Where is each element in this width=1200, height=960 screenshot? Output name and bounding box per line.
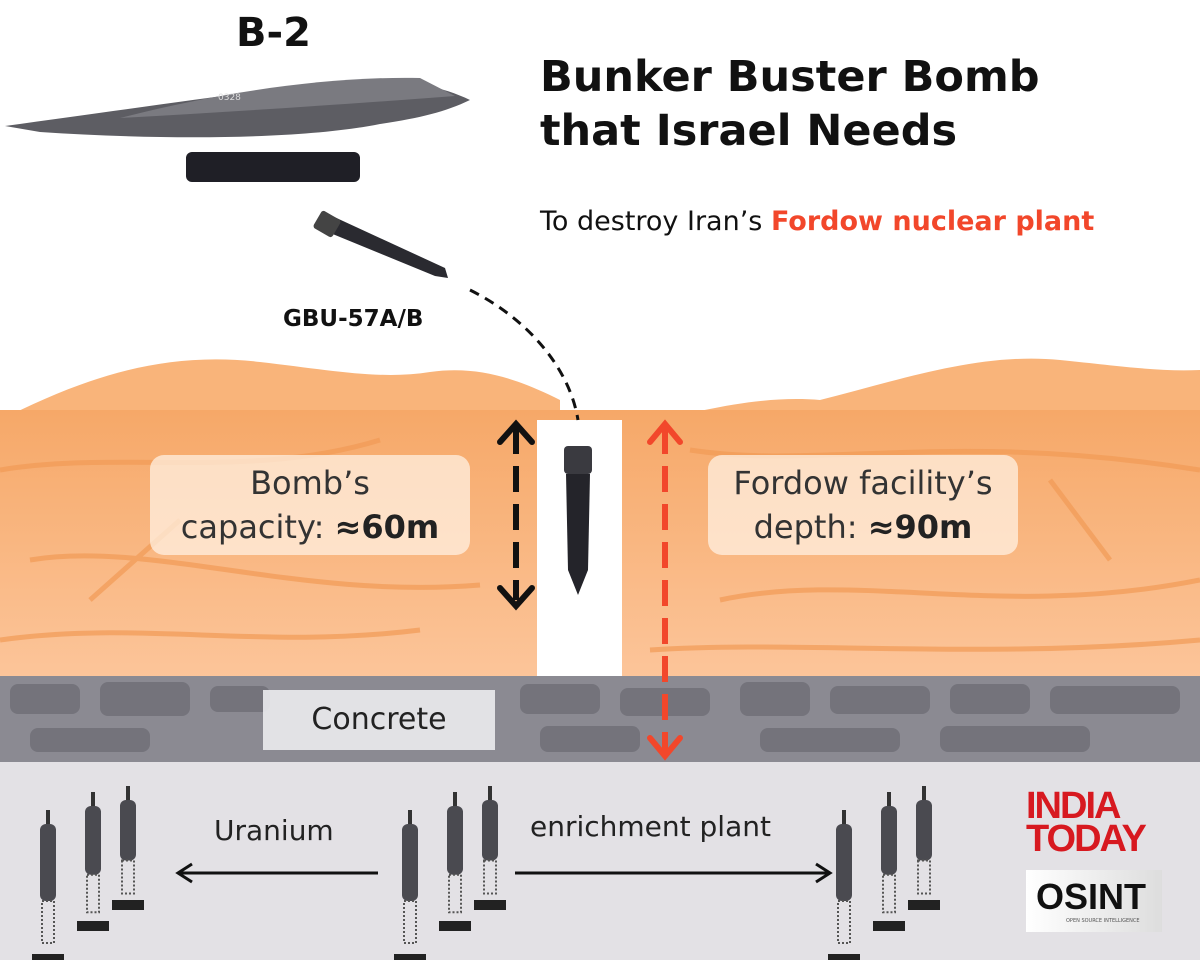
aircraft-serial: 0328 [218, 93, 241, 103]
facility-floor [0, 762, 1200, 960]
b2-bomber-image: 0328 [5, 77, 470, 182]
logo-line-2: TODAY [1026, 818, 1147, 860]
osint-wordmark: OSINT [1036, 876, 1147, 917]
bomb-capacity-callout: Bomb’s capacity: ≈60m [150, 455, 470, 555]
centrifuge-icon [828, 810, 860, 960]
centrifuge-icon [474, 786, 506, 910]
centrifuge-icon [77, 792, 109, 931]
enrichment-plant-label: enrichment plant [530, 810, 771, 843]
centrifuge-icon [908, 786, 940, 910]
centrifuge-icon [394, 810, 426, 960]
concrete-stones [10, 682, 1180, 752]
bomb-in-shaft-image [564, 446, 592, 595]
bomb-capacity-value: ≈60m [334, 508, 440, 546]
osint-logo: OSINT OPEN SOURCE INTELLIGENCE [1026, 870, 1162, 932]
callout-line-1: Bomb’s [250, 464, 370, 502]
subtitle-highlight: Fordow nuclear plant [770, 206, 1095, 237]
title-line-1: Bunker Buster Bomb [540, 52, 1040, 102]
aircraft-label: B-2 [236, 10, 311, 56]
centrifuge-icon [873, 792, 905, 931]
centrifuge-group-left [32, 786, 940, 960]
callout-prefix: depth: [753, 508, 868, 546]
facility-depth-arrow [647, 419, 683, 761]
india-today-logo: INDIA TODAY [1026, 785, 1147, 860]
logo-line-1: INDIA [1026, 785, 1121, 827]
gbu57-bomb-image [313, 210, 448, 278]
title-line-2: that Israel Needs [540, 106, 958, 156]
page-title: Bunker Buster Bomb that Israel Needs [540, 50, 1040, 158]
facility-depth-value: ≈90m [867, 508, 973, 546]
osint-tagline: OPEN SOURCE INTELLIGENCE [1066, 918, 1140, 924]
bomb-label: GBU-57A/B [283, 306, 424, 332]
facility-depth-callout: Fordow facility’s depth: ≈90m [708, 455, 1018, 555]
subtitle: To destroy Iran’s Fordow nuclear plant [540, 206, 1094, 237]
concrete-label: Concrete [263, 690, 495, 750]
subtitle-prefix: To destroy Iran’s [540, 206, 771, 237]
trajectory-line [469, 288, 580, 421]
centrifuge-icon [439, 792, 471, 931]
centrifuge-icon [112, 786, 144, 910]
uranium-label: Uranium [214, 814, 334, 847]
callout-line-1: Fordow facility’s [733, 464, 993, 502]
callout-prefix: capacity: [180, 508, 335, 546]
centrifuge-icon [32, 810, 64, 960]
plant-arrows [175, 862, 833, 884]
bomb-capacity-arrow [497, 419, 535, 611]
